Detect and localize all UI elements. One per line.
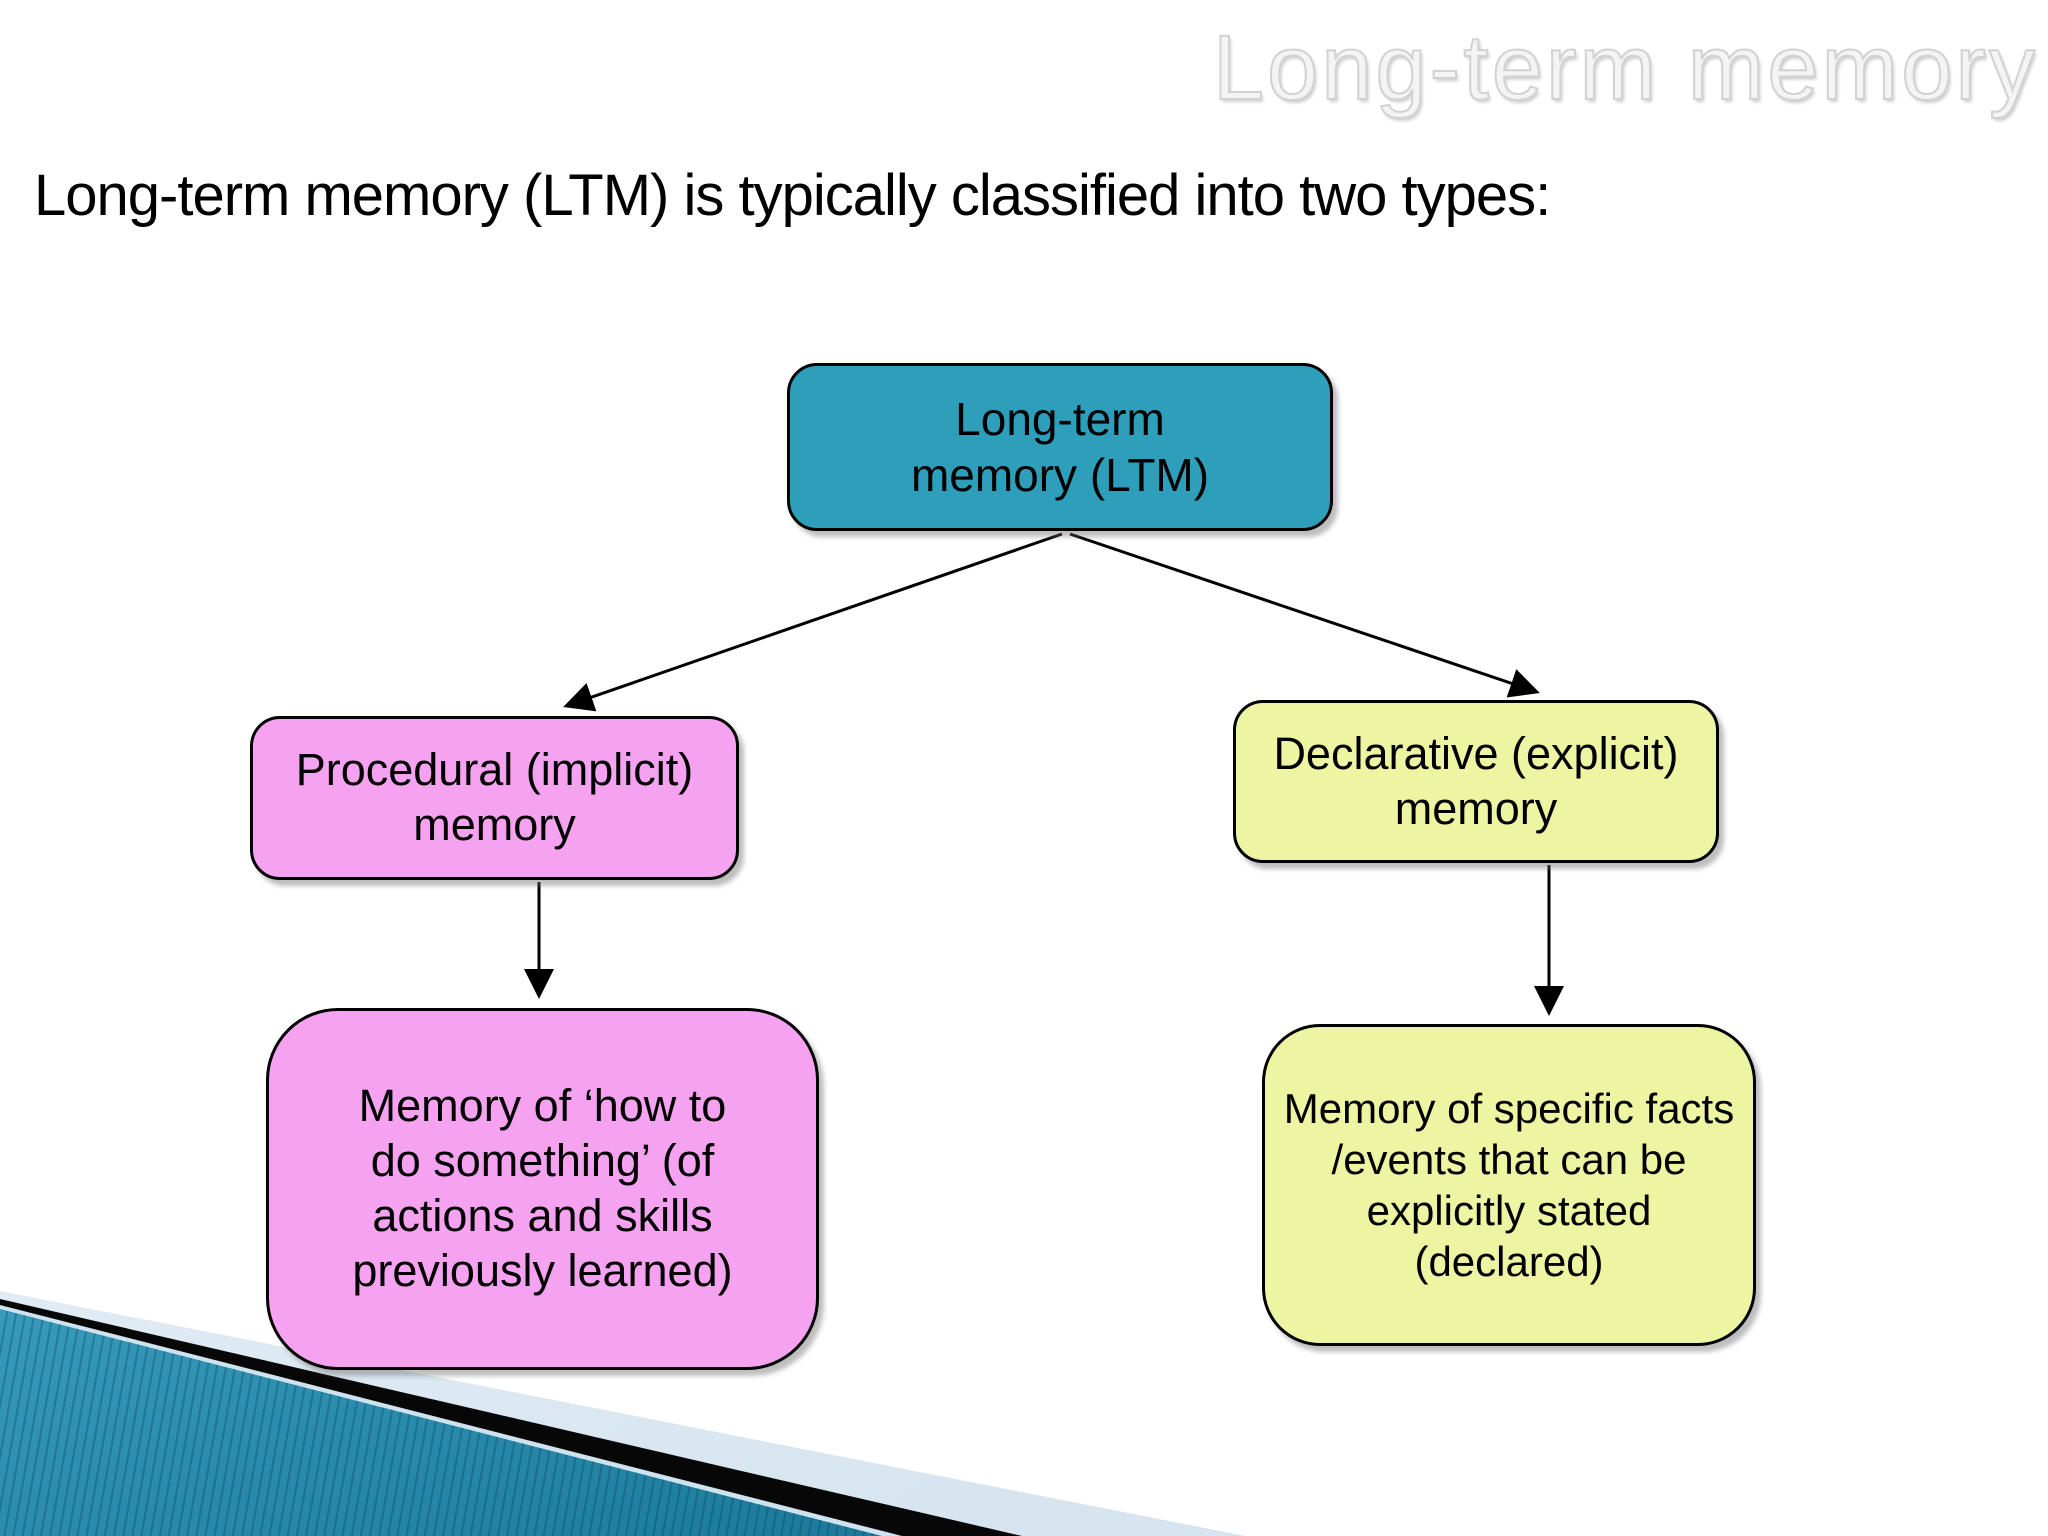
slide-subtitle: Long-term memory (LTM) is typically clas…	[34, 163, 1551, 228]
page-title: Long-term memory	[1212, 16, 2038, 120]
node-procedural-memory: Procedural (implicit) memory	[250, 716, 739, 880]
arrow-root-to-declarative	[1069, 532, 1540, 698]
node-long-term-memory: Long-term memory (LTM)	[787, 363, 1333, 531]
node-declarative-description: Memory of specific facts /events that ca…	[1262, 1024, 1756, 1346]
node-procedural-description: Memory of ‘how to do something’ (of acti…	[266, 1008, 819, 1370]
arrow-root-to-procedural	[563, 532, 1063, 712]
node-declarative-memory: Declarative (explicit) memory	[1233, 700, 1719, 863]
